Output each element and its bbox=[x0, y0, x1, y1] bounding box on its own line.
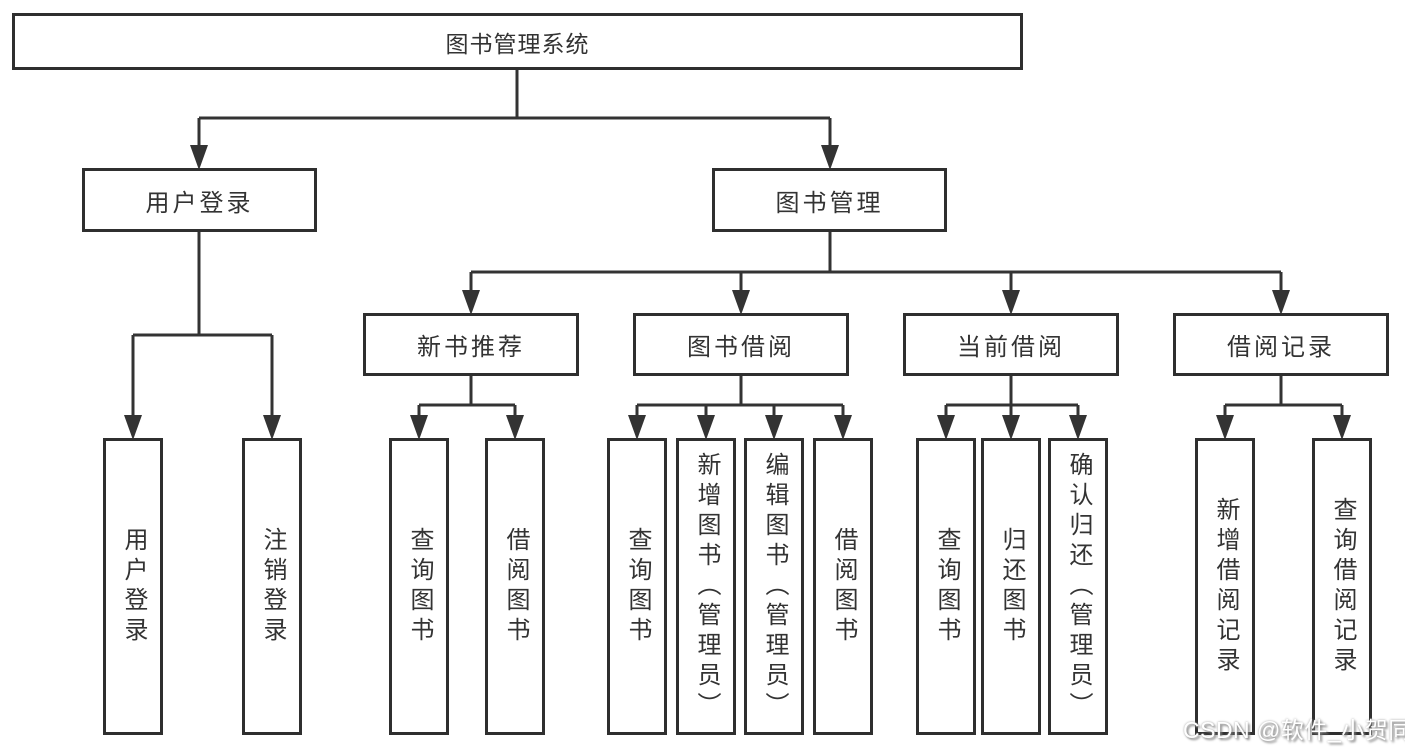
leaf-user-login-label: 用户登录 bbox=[120, 526, 147, 647]
node-new-book-recommend: 新书推荐 bbox=[363, 313, 579, 376]
node-book-borrowing: 图书借阅 bbox=[633, 313, 849, 376]
leaf-borrow-query-books-label: 查询图书 bbox=[624, 526, 651, 647]
leaf-borrow-borrow-books: 借阅图书 bbox=[813, 438, 873, 735]
edge-new-book-to-leaves bbox=[408, 376, 526, 442]
node-book-borrowing-label: 图书借阅 bbox=[687, 334, 795, 361]
leaf-add-books-admin-label: 新增图书（管理员） bbox=[693, 451, 720, 722]
leaf-newbook-query-books-label: 查询图书 bbox=[406, 526, 433, 647]
leaf-edit-books-admin: 编辑图书（管理员） bbox=[744, 438, 804, 735]
leaf-return-books-label: 归还图书 bbox=[998, 526, 1025, 647]
leaf-borrow-query-books: 查询图书 bbox=[607, 438, 667, 735]
edge-user-login-to-leaves bbox=[122, 232, 283, 442]
leaf-return-books: 归还图书 bbox=[981, 438, 1041, 735]
leaf-add-borrow-record: 新增借阅记录 bbox=[1195, 438, 1255, 735]
node-root-system: 图书管理系统 bbox=[12, 13, 1023, 70]
leaf-confirm-return-admin: 确认归还（管理员） bbox=[1048, 438, 1108, 735]
node-user-login: 用户登录 bbox=[82, 168, 317, 232]
leaf-newbook-borrow-books: 借阅图书 bbox=[485, 438, 545, 735]
node-root-system-label: 图书管理系统 bbox=[445, 30, 590, 57]
csdn-watermark: CSDN @软件_小贺同学 bbox=[1183, 717, 1405, 743]
node-book-management: 图书管理 bbox=[712, 168, 947, 232]
node-book-management-label: 图书管理 bbox=[775, 189, 884, 217]
edge-book-management-to-level3 bbox=[460, 232, 1292, 317]
leaf-edit-books-admin-label: 编辑图书（管理员） bbox=[761, 451, 788, 722]
edge-root-to-level2 bbox=[188, 68, 841, 172]
leaf-user-login: 用户登录 bbox=[103, 438, 163, 735]
node-user-login-label: 用户登录 bbox=[145, 189, 254, 217]
edge-current-borrow-to-leaves bbox=[935, 376, 1089, 442]
leaf-add-books-admin: 新增图书（管理员） bbox=[676, 438, 736, 735]
node-current-borrowing: 当前借阅 bbox=[903, 313, 1119, 376]
leaf-newbook-borrow-books-label: 借阅图书 bbox=[502, 526, 529, 647]
edge-book-borrow-to-leaves bbox=[626, 376, 854, 442]
node-borrow-records-label: 借阅记录 bbox=[1227, 334, 1335, 361]
leaf-current-query-books-label: 查询图书 bbox=[933, 526, 960, 647]
leaf-confirm-return-admin-label: 确认归还（管理员） bbox=[1065, 451, 1092, 722]
leaf-logout-label: 注销登录 bbox=[259, 526, 286, 647]
node-current-borrowing-label: 当前借阅 bbox=[957, 334, 1065, 361]
leaf-add-borrow-record-label: 新增借阅记录 bbox=[1212, 496, 1239, 677]
node-borrow-records: 借阅记录 bbox=[1173, 313, 1389, 376]
leaf-query-borrow-record: 查询借阅记录 bbox=[1312, 438, 1372, 735]
node-new-book-recommend-label: 新书推荐 bbox=[417, 334, 525, 361]
leaf-query-borrow-record-label: 查询借阅记录 bbox=[1329, 496, 1356, 677]
leaf-current-query-books: 查询图书 bbox=[916, 438, 976, 735]
leaf-newbook-query-books: 查询图书 bbox=[389, 438, 449, 735]
leaf-borrow-borrow-books-label: 借阅图书 bbox=[830, 526, 857, 647]
leaf-logout: 注销登录 bbox=[242, 438, 302, 735]
edge-borrow-records-to-leaves bbox=[1214, 376, 1353, 442]
